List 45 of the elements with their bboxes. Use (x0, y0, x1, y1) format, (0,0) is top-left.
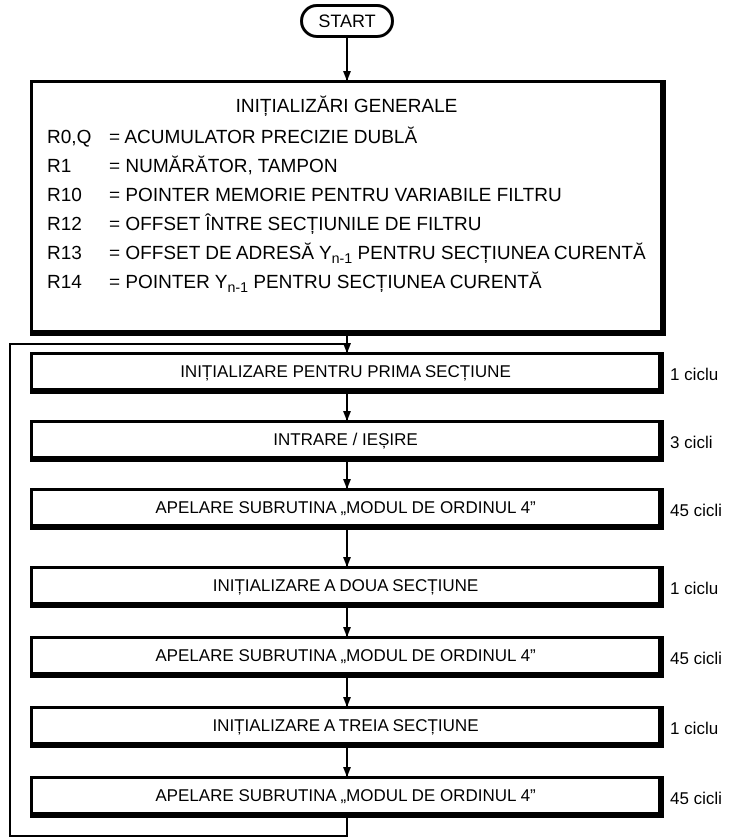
register-name: R0,Q (47, 126, 92, 150)
start-terminal (300, 4, 394, 38)
arrow (343, 678, 351, 707)
arrow (343, 748, 351, 777)
register-description: = NUMĂRĂTOR, TAMPON (109, 154, 339, 179)
process-box (30, 636, 664, 678)
register-name: R12 (47, 213, 83, 237)
register-description: = POINTER MEMORIE PENTRU VARIABILE FILTRU (109, 184, 563, 208)
arrow (343, 38, 351, 81)
process-label: INIȚIALIZARE A TREIA SECȚIUNE (212, 714, 479, 737)
terminal-label: START (318, 10, 376, 32)
cycle-count: 1 ciclu (670, 718, 718, 740)
register-name: R1 (47, 155, 72, 179)
cycle-count: 1 ciclu (670, 364, 718, 386)
cycle-count: 45 cicli (670, 500, 722, 522)
register-description: = OFFSET DE ADRESĂ Y$_{n-1}$ PENTRU SECȚIUNEA CURENTĂ (109, 242, 646, 268)
process-box (30, 80, 666, 336)
arrow (343, 394, 351, 421)
process-label: APELARE SUBRUTINA „MODUL DE ORDINUL 4” (155, 496, 536, 519)
process-label: APELARE SUBRUTINA „MODUL DE ORDINUL 4” (155, 784, 536, 807)
register-name: R14 (47, 271, 83, 295)
cycle-count: 45 cicli (670, 648, 722, 670)
arrow (9, 343, 351, 837)
box-heading: INIȚIALIZĂRI GENERALE (234, 94, 458, 119)
process-box (30, 706, 664, 748)
register-name: R13 (47, 242, 83, 266)
arrow (343, 462, 351, 489)
process-box (30, 420, 664, 462)
process-box (30, 776, 664, 818)
process-label: APELARE SUBRUTINA „MODUL DE ORDINUL 4” (155, 644, 536, 667)
register-description: = POINTER Y$_{n-1}$ PENTRU SECȚIUNEA CURENTĂ (109, 270, 543, 297)
process-label: INIȚIALIZARE A DOUA SECȚIUNE (212, 574, 478, 597)
register-name: R10 (47, 184, 83, 208)
register-description: = ACUMULATOR PRECIZIE DUBLĂ (109, 126, 418, 150)
cycle-count: 3 cicli (670, 432, 713, 454)
cycle-count: 1 ciclu (670, 578, 718, 600)
process-label: INTRARE / IEȘIRE (273, 428, 418, 451)
arrow (343, 608, 351, 637)
process-box (30, 352, 664, 394)
process-label: INIȚIALIZARE PENTRU PRIMA SECȚIUNE (180, 360, 511, 383)
process-box (30, 566, 664, 608)
process-box (30, 488, 664, 530)
cycle-count: 45 cicli (670, 788, 722, 810)
register-description: = OFFSET ÎNTRE SECȚIUNILE DE FILTRU (109, 212, 482, 237)
arrow (343, 530, 351, 567)
